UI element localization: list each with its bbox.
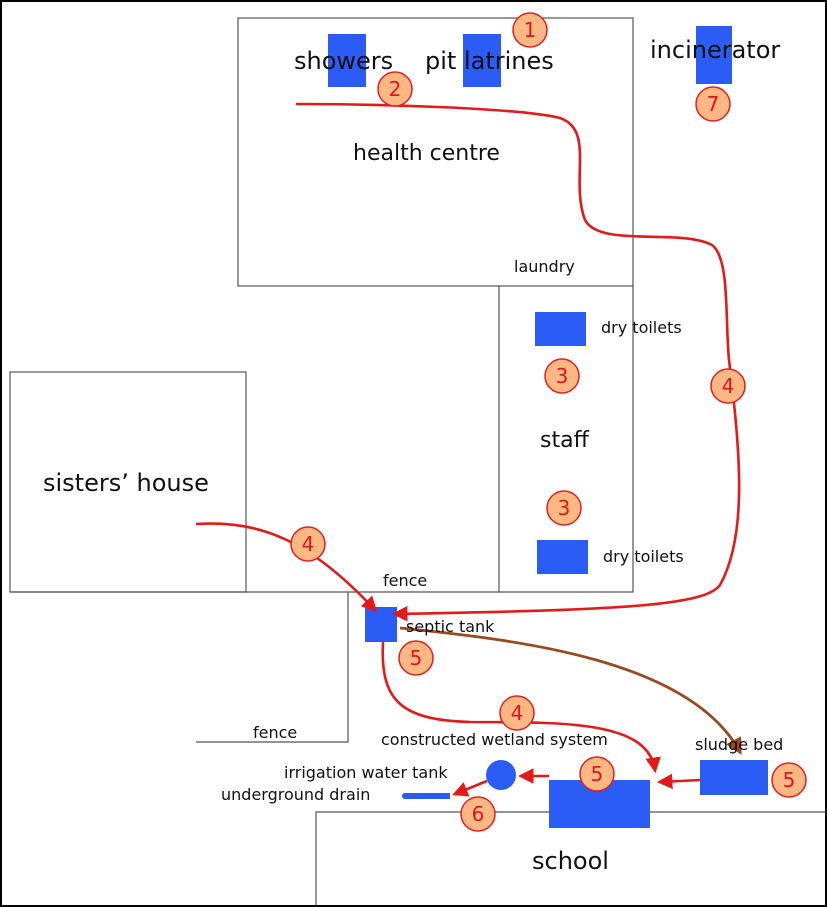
badge-5-sludge: 5 — [771, 762, 807, 798]
drain-end-cap — [402, 793, 408, 799]
badge-5-septic-number: 5 — [410, 646, 423, 670]
label-fence-bottom: fence — [253, 723, 297, 742]
badge-4-left-number: 4 — [302, 532, 315, 556]
badge-5-septic: 5 — [398, 640, 434, 676]
showers-unit — [328, 34, 366, 87]
badge-5-sludge-number: 5 — [783, 768, 796, 792]
badge-6: 6 — [460, 796, 496, 832]
badge-4-right-number: 4 — [722, 374, 735, 398]
badge-3-top: 3 — [544, 358, 580, 394]
badge-1: 1 — [512, 12, 548, 48]
label-underground-drain: underground drain — [221, 785, 370, 804]
badge-4-left: 4 — [290, 526, 326, 562]
label-sisters-house: sisters’ house — [43, 469, 209, 497]
badge-7: 7 — [695, 86, 731, 122]
badge-4-wetland-number: 4 — [511, 701, 524, 725]
label-sludge-bed: sludge bed — [695, 735, 783, 754]
flow-arrow-septic-to-sludge-bed — [399, 626, 742, 755]
badge-5-wetland-number: 5 — [591, 762, 604, 786]
sludge-bed-unit — [700, 760, 768, 795]
septic-tank-unit — [365, 607, 397, 642]
badge-4-right: 4 — [710, 368, 746, 404]
label-incinerator: incinerator — [650, 36, 780, 64]
badge-6-number: 6 — [472, 802, 485, 826]
badge-5-wetland: 5 — [579, 756, 615, 792]
badge-2-number: 2 — [389, 77, 402, 101]
flow-arrow-sludge-bed-to-wetland — [656, 773, 701, 790]
dry-toilets-bottom-unit — [537, 540, 588, 574]
label-septic-tank: septic tank — [406, 617, 495, 636]
badge-3-bottom-number: 3 — [558, 496, 571, 520]
label-staff: staff — [540, 428, 590, 453]
badge-7-number: 7 — [707, 92, 720, 116]
flow-arrow-tank-to-drain — [452, 779, 488, 797]
staff-building — [498, 286, 634, 593]
school-building — [315, 811, 826, 905]
badge-2: 2 — [377, 71, 413, 107]
dry-toilets-top-unit — [535, 312, 586, 346]
underground-drain-pipe — [404, 793, 450, 799]
flow-arrow-sisters-house-to-septic — [195, 522, 378, 613]
label-irrigation-tank: irrigation water tank — [284, 763, 448, 782]
label-fence-top: fence — [383, 571, 427, 590]
label-laundry: laundry — [514, 257, 575, 276]
label-pit-latrines: pit latrines — [425, 47, 554, 75]
irrigation-tank-unit — [486, 760, 516, 790]
flow-arrow-health-centre-to-septic — [295, 102, 741, 622]
badge-4-wetland: 4 — [499, 695, 535, 731]
incinerator-unit — [696, 26, 732, 84]
label-constructed-wetland: constructed wetland system — [381, 730, 608, 749]
badge-1-number: 1 — [524, 18, 537, 42]
pit-latrines-unit — [463, 34, 501, 87]
badge-3-bottom: 3 — [546, 490, 582, 526]
label-health-centre: health centre — [353, 141, 500, 166]
flow-arrow-septic-to-wetland — [381, 641, 661, 774]
badge-3-top-number: 3 — [556, 364, 569, 388]
label-dry-toilets-top: dry toilets — [601, 318, 682, 337]
label-dry-toilets-bottom: dry toilets — [603, 547, 684, 566]
label-showers: showers — [294, 47, 393, 75]
health-centre-building — [237, 17, 634, 287]
fence-line-bottom — [196, 592, 349, 743]
label-school: school — [532, 847, 609, 875]
